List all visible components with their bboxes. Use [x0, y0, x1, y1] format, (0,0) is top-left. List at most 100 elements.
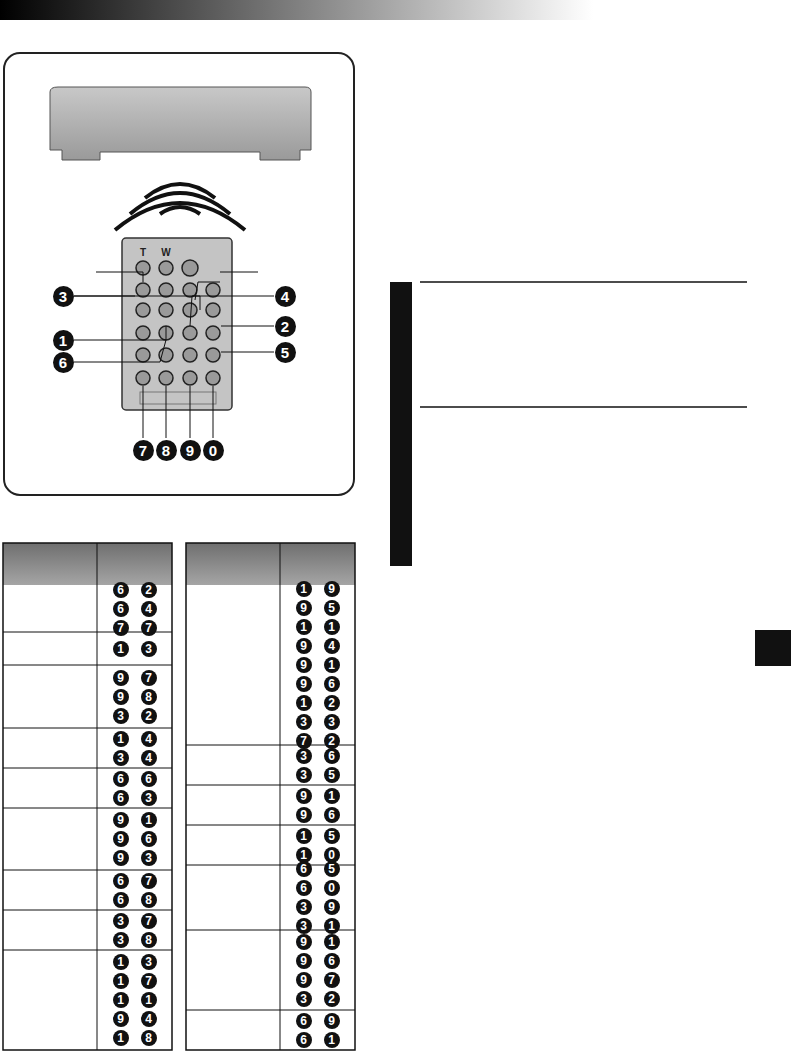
code-digit: 9	[296, 934, 312, 950]
code-digit: 3	[141, 641, 157, 657]
code-digit: 1	[113, 641, 129, 657]
code-digit: 6	[324, 676, 340, 692]
code-digit: 3	[113, 913, 129, 929]
table-border	[3, 543, 172, 1050]
code-digit: 7	[141, 873, 157, 889]
callout-number: 3	[53, 286, 74, 307]
callout-number: 9	[180, 440, 201, 461]
code-digit: 9	[113, 689, 129, 705]
code-digit: 9	[113, 670, 129, 686]
remote-button	[136, 283, 150, 297]
leader-lines	[74, 272, 274, 438]
code-digit: 1	[324, 934, 340, 950]
remote-button	[159, 371, 173, 385]
code-digit: 9	[324, 581, 340, 597]
code-digit: 8	[141, 689, 157, 705]
rule	[420, 281, 747, 283]
code-digit: 3	[296, 899, 312, 915]
code-digit: 1	[324, 918, 340, 934]
code-digit: 5	[324, 767, 340, 783]
table-rule	[186, 825, 355, 826]
remote-button	[183, 348, 197, 362]
remote-button	[206, 283, 220, 297]
code-digit: 1	[113, 1030, 129, 1046]
vcr	[50, 87, 311, 160]
code-digit: 1	[113, 973, 129, 989]
remote-button	[206, 348, 220, 362]
code-digit: 4	[141, 1011, 157, 1027]
code-digit: 3	[141, 790, 157, 806]
table-rule	[280, 543, 281, 1050]
remote-button	[206, 303, 220, 317]
code-digit: 4	[141, 750, 157, 766]
remote-button	[183, 371, 197, 385]
code-digit: 1	[324, 657, 340, 673]
code-digit: 6	[324, 748, 340, 764]
code-digit: 6	[113, 771, 129, 787]
page-tab	[755, 630, 791, 666]
callout-number: 8	[156, 440, 177, 461]
code-digit: 6	[324, 953, 340, 969]
signal-waves	[115, 184, 245, 230]
code-digit: 9	[296, 657, 312, 673]
callout-number: 5	[275, 342, 296, 363]
code-digit: 9	[113, 850, 129, 866]
code-digit: 6	[141, 831, 157, 847]
code-digit: 3	[113, 932, 129, 948]
code-digit: 6	[296, 1032, 312, 1048]
code-digit: 9	[296, 788, 312, 804]
remote-slot	[140, 392, 216, 404]
code-digit: 1	[296, 619, 312, 635]
code-digit: 2	[324, 733, 340, 749]
table-rule	[3, 768, 172, 769]
remote-button	[159, 303, 173, 317]
code-digit: 7	[324, 972, 340, 988]
code-digit: 5	[324, 861, 340, 877]
code-digit: 3	[296, 918, 312, 934]
table-rule	[3, 870, 172, 871]
remote-buttons	[136, 260, 220, 385]
table-rule	[3, 808, 172, 809]
table-rule	[186, 785, 355, 786]
button-label: T	[133, 247, 153, 258]
remote-button	[206, 371, 220, 385]
table-rule	[97, 543, 98, 1050]
code-digit: 6	[113, 892, 129, 908]
code-digit: 7	[141, 973, 157, 989]
code-digit: 9	[296, 807, 312, 823]
code-digit: 3	[324, 714, 340, 730]
code-digit: 7	[141, 620, 157, 636]
code-digit: 6	[113, 790, 129, 806]
remote-button	[182, 260, 198, 276]
callout-number: 0	[203, 440, 224, 461]
remote-control	[122, 238, 232, 410]
code-digit: 9	[296, 600, 312, 616]
sidebar-bar	[390, 282, 412, 566]
table-header	[186, 543, 355, 585]
code-digit: 3	[113, 708, 129, 724]
code-digit: 2	[141, 708, 157, 724]
code-digit: 1	[296, 695, 312, 711]
callout-number: 1	[53, 330, 74, 351]
rule	[420, 406, 747, 408]
code-digit: 6	[296, 1013, 312, 1029]
code-tables	[3, 543, 355, 1050]
remote-button	[183, 303, 197, 317]
code-digit: 9	[113, 812, 129, 828]
code-digit: 7	[113, 620, 129, 636]
code-digit: 3	[113, 750, 129, 766]
code-digit: 9	[296, 972, 312, 988]
code-digit: 6	[113, 601, 129, 617]
code-digit: 1	[141, 992, 157, 1008]
code-digit: 9	[113, 1011, 129, 1027]
remote-button	[159, 261, 173, 275]
callout-number: 7	[133, 440, 154, 461]
code-digit: 3	[296, 767, 312, 783]
remote-button	[183, 326, 197, 340]
code-digit: 9	[324, 899, 340, 915]
code-digit: 1	[113, 954, 129, 970]
callout-number: 4	[275, 286, 296, 307]
code-digit: 5	[324, 828, 340, 844]
code-digit: 1	[113, 992, 129, 1008]
code-digit: 7	[141, 670, 157, 686]
